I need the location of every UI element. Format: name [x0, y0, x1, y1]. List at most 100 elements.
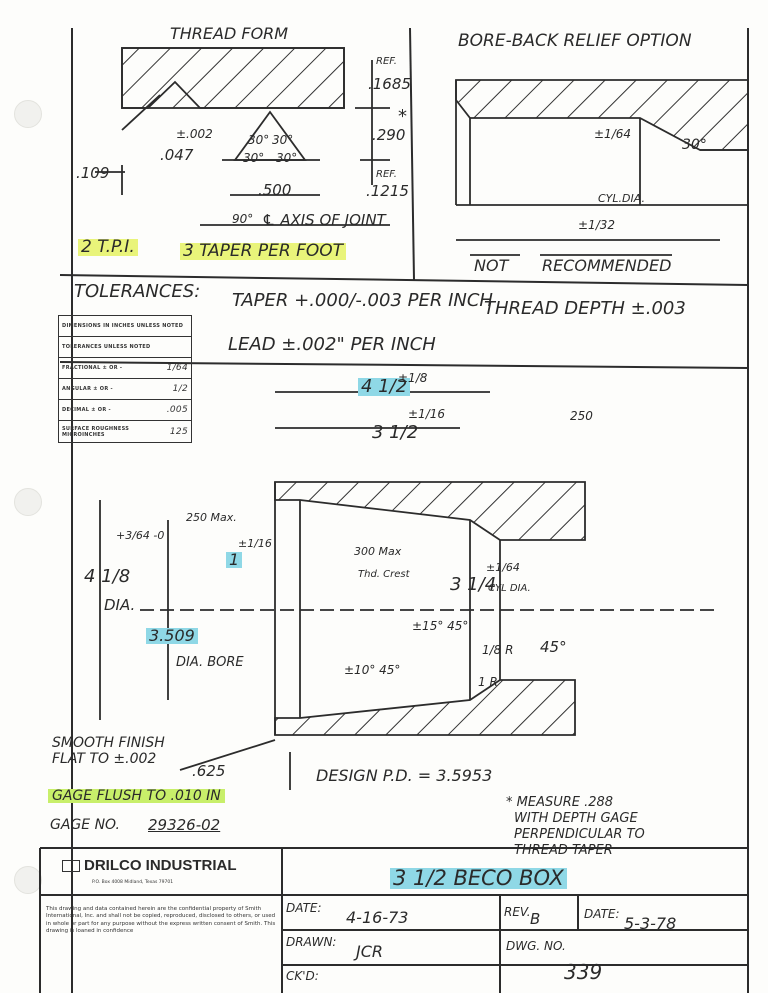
dim-4-1-2: 4 1/2 — [358, 378, 411, 396]
tol-1-16: ±1/16 — [408, 407, 446, 421]
tol-1-64: ±1/64 — [486, 561, 520, 574]
angle-30: 30° — [272, 133, 294, 147]
drawing-title: 3 1/2 BECO BOX — [390, 868, 567, 889]
cyl-dia-label: CYL DIA. — [488, 583, 531, 594]
ref-label: REF. — [376, 169, 397, 180]
tol-1-16: ±1/16 — [238, 537, 272, 550]
company-name: DRILCO INDUSTRIAL — [84, 857, 237, 874]
dim-3-1-2: 3 1/2 — [372, 422, 419, 443]
tol-row-label: FRACTIONAL ± OR - — [62, 365, 123, 371]
angle-45: 45° — [540, 638, 567, 656]
dim-3509: 3.509 — [146, 628, 198, 644]
tol-row-label: TOLERANCES UNLESS NOTED — [62, 344, 151, 350]
taper-label: 3 TAPER PER FOOT — [180, 243, 347, 260]
angle-10-45: ±10° 45° — [344, 663, 401, 677]
angle-90: 90° — [232, 212, 254, 226]
ref-label: REF. — [376, 56, 397, 67]
measure-note-line: PERPENDICULAR TO — [514, 827, 645, 842]
tol-row-value: 1/2 — [172, 384, 188, 394]
cyl-dia-label: CYL.DIA. — [598, 192, 645, 205]
dim-1-8-r: 1/8 R — [482, 643, 514, 657]
drawn-value: JCR — [356, 942, 384, 961]
rev-label: REV. — [504, 905, 531, 919]
tol-row-label: ANGULAR ± OR - — [62, 386, 113, 392]
punch-hole — [14, 866, 42, 894]
tol-row: SURFACE ROUGHNESS MICROINCHES 125 — [59, 421, 191, 442]
tolerances-heading: TOLERANCES: — [74, 281, 201, 302]
dia-label: DIA. — [104, 596, 136, 614]
rev-date-value: 5-3-78 — [624, 914, 677, 933]
angle-15-45: ±15° 45° — [412, 619, 469, 633]
thread-depth-tolerance: THREAD DEPTH ±.003 — [484, 298, 686, 319]
bore-back-title: BORE-BACK RELIEF OPTION — [458, 31, 692, 51]
tol-3-64: +3/64 -0 — [116, 529, 165, 542]
tpi-label: 2 T.P.I. — [78, 239, 138, 256]
lead-tolerance: LEAD ±.002" PER INCH — [228, 334, 436, 355]
tol-row-value: 1/64 — [166, 363, 188, 373]
design-pd-label: DESIGN P.D. = 3.5953 — [316, 766, 493, 785]
dia-bore-label: DIA. BORE — [176, 655, 244, 670]
crest-300: 300 Max — [354, 545, 402, 558]
star-note: * — [398, 106, 407, 127]
angle-30: 30° — [248, 133, 270, 147]
company-address: P.O. Box 4008 Midland, Texas 79701 — [92, 880, 174, 885]
date-value: 4-16-73 — [346, 908, 409, 927]
dim-1: 1 — [226, 552, 243, 568]
dim-4-1-8: 4 1/8 — [84, 566, 131, 587]
date-label: DATE: — [286, 901, 322, 915]
dim-047: .047 — [160, 146, 194, 164]
angle-30: 30° — [276, 151, 298, 165]
frac-164: ±1/64 — [594, 127, 632, 141]
dim-1215: .1215 — [366, 182, 409, 200]
tol-row: FRACTIONAL ± OR - 1/64 — [59, 358, 191, 379]
rev-date-label: DATE: — [584, 907, 620, 921]
dim-290: .290 — [372, 126, 406, 144]
dim-3-1-4: 3 1/4 — [450, 574, 497, 595]
tolerance-table: DIMENSIONS IN INCHES UNLESS NOTED TOLERA… — [58, 315, 192, 443]
tol-row: TOLERANCES UNLESS NOTED — [59, 337, 191, 358]
recommended-label: RECOMMENDED — [542, 256, 672, 275]
gage-no-value: 29326-02 — [148, 816, 221, 834]
tol-002: ±.002 — [176, 127, 213, 141]
measure-note-line: WITH DEPTH GAGE — [514, 811, 638, 826]
company-logo — [62, 860, 80, 872]
measure-note-line: * MEASURE .288 — [506, 795, 614, 810]
measure-note-line: THREAD TAPER — [514, 843, 613, 858]
dwg-no-label: DWG. NO. — [506, 939, 566, 953]
smooth-finish-label: SMOOTH FINISH — [52, 735, 165, 751]
dim-1-r: 1 R — [478, 675, 498, 689]
punch-hole — [14, 100, 42, 128]
rev-value: B — [530, 910, 541, 928]
thd-crest: Thd. Crest — [358, 569, 410, 580]
finish-250-max: 250 Max. — [186, 511, 237, 524]
axis-of-joint-label: ℄ AXIS OF JOINT — [262, 211, 386, 229]
tol-row-value: 125 — [169, 426, 188, 437]
thread-form-title: THREAD FORM — [170, 24, 289, 43]
ckd-label: CK'D: — [286, 969, 319, 983]
gage-no-label: GAGE NO. — [50, 817, 120, 833]
angle-30: 30° — [243, 151, 265, 165]
tol-row: ANGULAR ± OR - 1/2 — [59, 379, 191, 400]
gage-flush-note: GAGE FLUSH TO .010 IN — [48, 789, 225, 803]
tol-row: DIMENSIONS IN INCHES UNLESS NOTED — [59, 316, 191, 337]
finish-250: 250 — [570, 409, 593, 423]
dim-1685: .1685 — [368, 75, 411, 93]
angle-30: 30° — [682, 137, 707, 153]
punch-hole — [14, 488, 42, 516]
tol-row-label: DECIMAL ± OR - — [62, 407, 111, 413]
taper-tolerance: TAPER +.000/-.003 PER INCH — [232, 290, 493, 311]
dim-625: .625 — [192, 762, 226, 780]
drawn-label: DRAWN: — [286, 935, 337, 949]
tol-row-label: DIMENSIONS IN INCHES UNLESS NOTED — [62, 323, 184, 329]
dwg-no-value: 339 — [564, 960, 603, 984]
tol-1-8: ±1/8 — [398, 371, 428, 385]
confidentiality-notice: This drawing and data contained herein a… — [46, 906, 276, 935]
tol-row-value: .005 — [166, 405, 188, 415]
tol-row-label: SURFACE ROUGHNESS MICROINCHES — [62, 425, 130, 438]
tol-row: DECIMAL ± OR - .005 — [59, 400, 191, 421]
frac-132: ±1/32 — [578, 218, 616, 232]
flat-to-label: FLAT TO ±.002 — [52, 751, 157, 767]
dim-109: .109 — [76, 164, 110, 182]
